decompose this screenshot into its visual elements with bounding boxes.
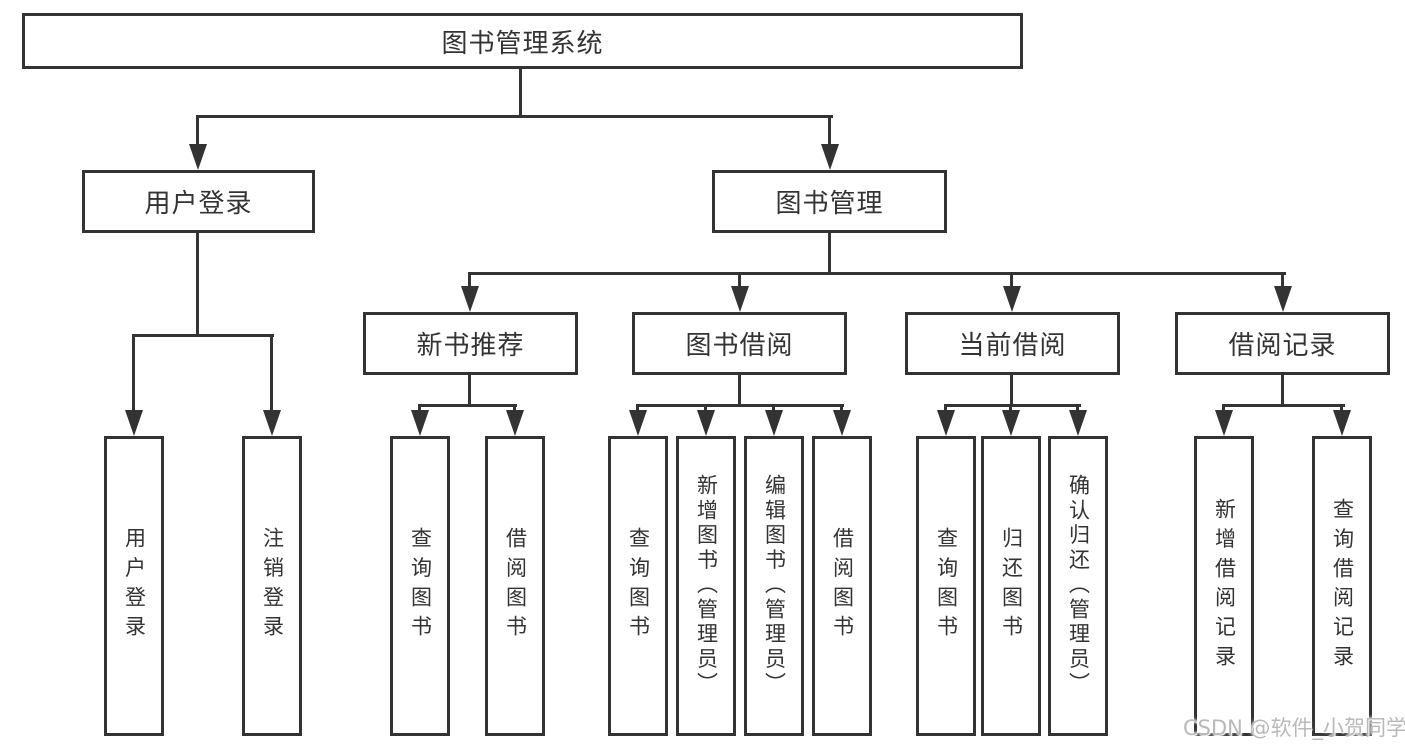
connector-line: [944, 404, 1081, 407]
connector-line: [738, 272, 741, 290]
arrowhead: [821, 144, 839, 170]
node-bb-add-book-admin-label: 新增图书（管理员）: [694, 474, 719, 698]
arrowhead: [731, 286, 749, 312]
connector-line: [944, 404, 947, 414]
connector-line: [1340, 404, 1343, 414]
node-book-management-label: 图书管理: [775, 189, 884, 219]
connector-line: [828, 233, 831, 275]
node-br-query-record: 查询借阅记录: [1312, 436, 1372, 736]
node-bb-query-book: 查询图书: [608, 436, 668, 736]
node-bb-borrow-book-label: 借阅图书: [830, 527, 855, 645]
arrowhead: [1215, 410, 1233, 436]
connector-line: [468, 272, 471, 290]
node-new-book-recommend: 新书推荐: [363, 312, 578, 375]
node-user-login-label: 用户登录: [144, 189, 253, 219]
node-bb-edit-book-admin: 编辑图书（管理员）: [744, 436, 804, 736]
node-borrow-record: 借阅记录: [1175, 312, 1390, 375]
node-book-management: 图书管理: [712, 170, 947, 233]
node-current-borrow: 当前借阅: [905, 312, 1120, 375]
node-cb-query-book: 查询图书: [916, 436, 976, 736]
node-root-label: 图书管理系统: [441, 28, 604, 59]
arrowhead: [461, 286, 479, 312]
connector-line: [468, 375, 471, 406]
connector-line: [418, 404, 517, 407]
node-cb-return-book-label: 归还图书: [999, 527, 1024, 645]
node-leaf-logout-label: 注销登录: [260, 527, 285, 645]
connector-line: [704, 404, 707, 414]
node-rec-query-book: 查询图书: [390, 436, 450, 736]
connector-line: [840, 404, 843, 414]
arrowhead: [411, 410, 429, 436]
connector-line: [270, 334, 273, 414]
arrowhead: [1003, 286, 1021, 312]
node-borrow-record-label: 借阅记录: [1228, 331, 1337, 361]
connector-line: [636, 404, 639, 414]
connector-line: [196, 233, 199, 337]
connector-line: [772, 404, 775, 414]
node-user-login: 用户登录: [82, 170, 315, 233]
node-rec-borrow-book: 借阅图书: [485, 436, 545, 736]
connector-line: [1222, 404, 1225, 414]
connector-line: [468, 272, 1286, 275]
connector-line: [1009, 404, 1012, 414]
arrowhead: [697, 410, 715, 436]
connector-line: [1010, 375, 1013, 406]
node-leaf-user-login: 用户登录: [104, 436, 164, 736]
connector-line: [197, 115, 833, 118]
connector-line: [196, 115, 199, 147]
arrowhead: [263, 410, 281, 436]
node-cb-confirm-return-admin: 确认归还（管理员）: [1048, 436, 1108, 736]
node-cb-query-book-label: 查询图书: [934, 527, 959, 645]
node-bb-add-book-admin: 新增图书（管理员）: [676, 436, 736, 736]
node-bb-borrow-book: 借阅图书: [812, 436, 872, 736]
arrowhead: [765, 410, 783, 436]
connector-line: [132, 334, 274, 337]
arrowhead: [937, 410, 955, 436]
connector-line: [1010, 272, 1013, 290]
node-bb-edit-book-admin-label: 编辑图书（管理员）: [762, 474, 787, 698]
node-br-add-record: 新增借阅记录: [1194, 436, 1254, 736]
node-leaf-user-login-label: 用户登录: [122, 527, 147, 645]
arrowhead: [189, 144, 207, 170]
node-br-query-record-label: 查询借阅记录: [1330, 497, 1355, 675]
connector-line: [828, 115, 831, 147]
arrowhead: [506, 410, 524, 436]
node-new-book-recommend-label: 新书推荐: [416, 331, 525, 361]
connector-line: [1222, 404, 1345, 407]
node-current-borrow-label: 当前借阅: [958, 331, 1067, 361]
node-book-borrow-label: 图书借阅: [685, 331, 794, 361]
arrowhead: [125, 410, 143, 436]
node-rec-query-book-label: 查询图书: [408, 527, 433, 645]
node-cb-return-book: 归还图书: [981, 436, 1041, 736]
connector-line: [513, 404, 516, 414]
connector-line: [636, 404, 844, 407]
node-leaf-logout: 注销登录: [242, 436, 302, 736]
connector-line: [1076, 404, 1079, 414]
arrowhead: [629, 410, 647, 436]
connector-line: [418, 404, 421, 414]
connector-line: [1281, 375, 1284, 406]
watermark: CSDN @软件_小贺同学: [1183, 716, 1405, 740]
node-cb-confirm-return-admin-label: 确认归还（管理员）: [1066, 474, 1091, 698]
connector-line: [519, 69, 522, 118]
arrowhead: [1069, 410, 1087, 436]
node-book-borrow: 图书借阅: [632, 312, 847, 375]
connector-line: [738, 375, 741, 406]
node-root: 图书管理系统: [22, 13, 1023, 69]
arrowhead: [833, 410, 851, 436]
connector-line: [1281, 272, 1284, 290]
arrowhead: [1333, 410, 1351, 436]
node-bb-query-book-label: 查询图书: [626, 527, 651, 645]
node-rec-borrow-book-label: 借阅图书: [503, 527, 528, 645]
node-br-add-record-label: 新增借阅记录: [1212, 497, 1237, 675]
arrowhead: [1274, 286, 1292, 312]
connector-line: [132, 334, 135, 414]
arrowhead: [1002, 410, 1020, 436]
